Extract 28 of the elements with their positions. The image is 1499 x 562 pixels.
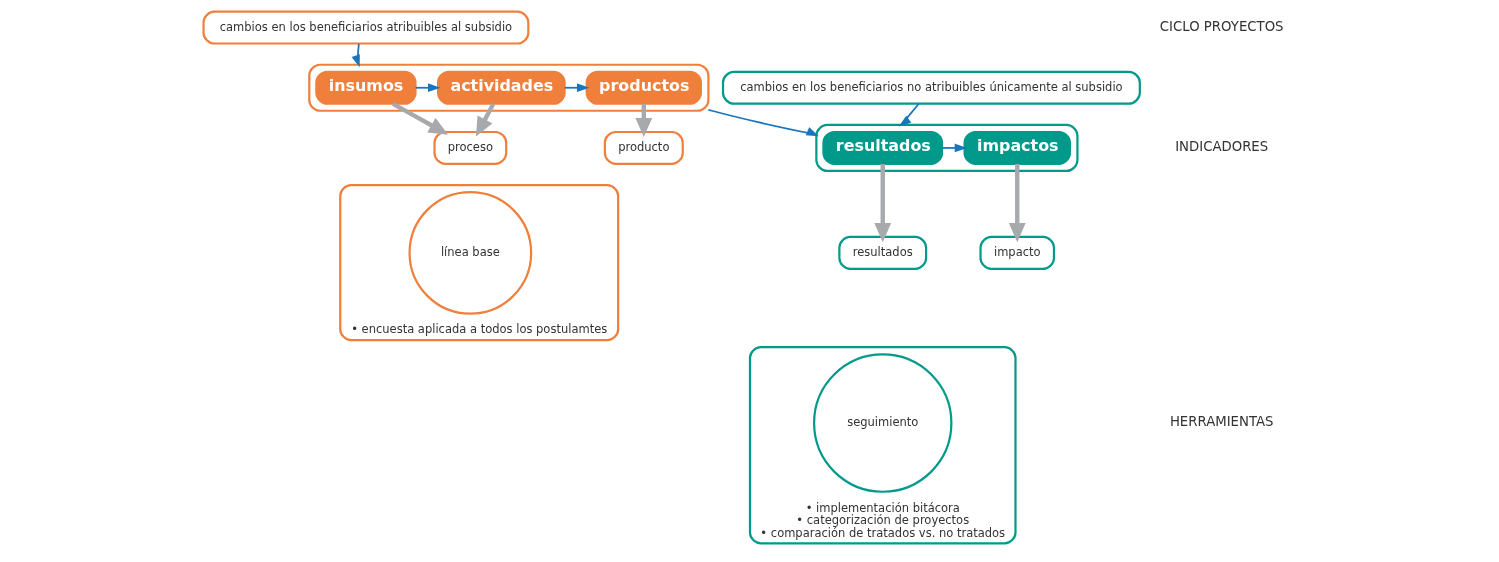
node-box: producto — [603, 130, 684, 165]
arrow — [563, 83, 589, 93]
node-box: cambios en los beneficiarios no atribuibles únicamente al subsidio — [721, 70, 1141, 105]
node-box: insumos — [314, 70, 417, 105]
arrow — [940, 143, 967, 153]
node-box: resultados — [837, 235, 927, 270]
node-circle: línea base — [407, 191, 532, 315]
label: HERRAMIENTAS — [1169, 414, 1273, 430]
node-box: impacto — [978, 235, 1055, 270]
arrow — [475, 102, 495, 137]
arrow — [1008, 164, 1026, 243]
arrow — [873, 164, 891, 243]
arrow — [898, 103, 919, 127]
node-box: productos — [585, 70, 702, 105]
node-box: impactos — [963, 130, 1071, 165]
label: CICLO PROYECTOS — [1159, 18, 1284, 34]
label: INDICADORES — [1174, 139, 1268, 155]
node-box: proceso — [432, 130, 507, 165]
arrow — [707, 108, 819, 137]
arrow — [414, 83, 440, 93]
node-box: actividades — [436, 70, 566, 105]
node-box: resultados — [821, 130, 943, 165]
arrow — [391, 101, 448, 135]
arrow — [351, 42, 360, 68]
cluster — [814, 123, 1079, 173]
cluster — [307, 63, 709, 112]
node-circle: seguimiento — [812, 353, 952, 493]
node-box: cambios en los beneficiarios atribuibles al subsidio — [201, 10, 529, 45]
